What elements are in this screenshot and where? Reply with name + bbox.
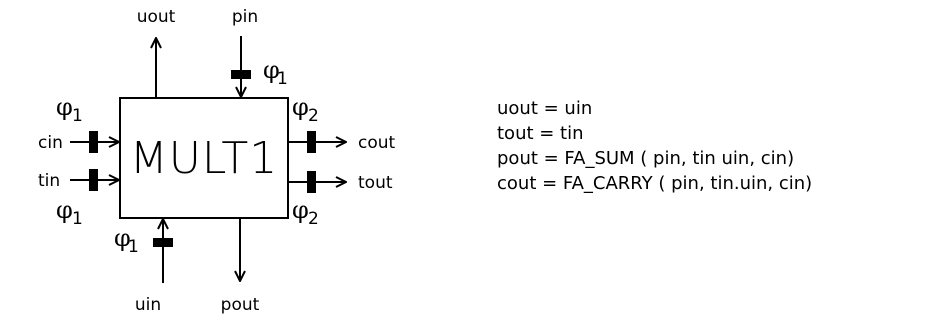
cin-clock-phase: 1: [72, 106, 83, 126]
pin-label: pin: [232, 7, 258, 27]
tout-label: tout: [358, 173, 393, 193]
pin-clock-phi: φ: [263, 56, 280, 84]
cin-clock-phi: φ: [56, 93, 73, 121]
uin-latch: [153, 238, 173, 247]
cout-latch: [307, 131, 316, 153]
tin-clock-phase: 1: [72, 209, 83, 229]
equation-tout: tout = tin: [497, 123, 584, 144]
tout-clock-phase: 2: [308, 209, 319, 229]
pin-latch: [231, 70, 251, 79]
cout-clock-phi: φ: [292, 93, 309, 121]
pin-clock-phase: 1: [277, 69, 288, 89]
block-title: MULT1: [130, 133, 279, 184]
uout-label: uout: [137, 7, 176, 27]
tin-clock-phi: φ: [56, 196, 73, 224]
equation-pout: pout = FA_SUM ( pin, tin uin, cin): [497, 148, 795, 169]
cout-clock-phase: 2: [308, 106, 319, 126]
equation-uout: uout = uin: [497, 98, 593, 119]
uin-clock-phi: φ: [114, 224, 131, 252]
pout-label: pout: [221, 295, 260, 315]
tin-latch: [89, 169, 98, 191]
uin-clock-phase: 1: [128, 237, 139, 257]
mult1-block: [119, 97, 289, 219]
uin-label: uin: [135, 295, 161, 315]
cin-label: cin: [38, 133, 63, 153]
cin-latch: [89, 131, 98, 153]
tout-latch: [307, 171, 316, 193]
tout-clock-phi: φ: [292, 196, 309, 224]
cout-label: cout: [358, 133, 396, 153]
equation-cout: cout = FA_CARRY ( pin, tin.uin, cin): [497, 173, 813, 194]
tin-label: tin: [38, 171, 60, 191]
cell-equations: uout = uin tout = tin pout = FA_SUM ( pi…: [497, 96, 812, 196]
